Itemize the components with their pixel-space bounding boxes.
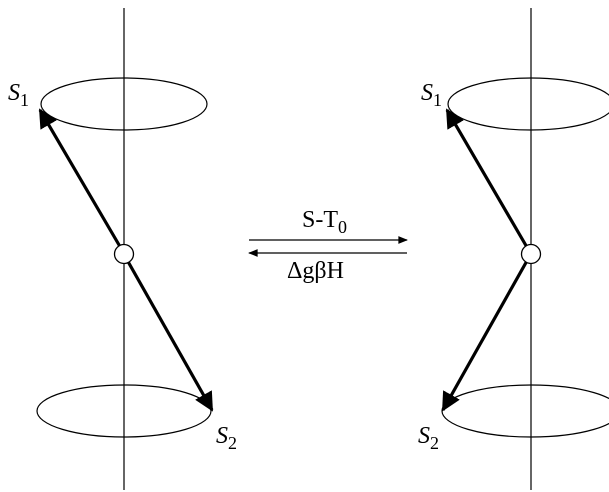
left-s2-index: 2 [228,433,237,453]
right-s1-letter: S [421,80,433,106]
left-s2-letter: S [216,423,228,449]
right-bottom-cone-ellipse [441,384,609,438]
forward-transition-index: 0 [338,217,347,237]
right-s1-vector [445,108,530,250]
left-s1-letter: S [8,80,20,106]
left-s2-label: S2 [216,423,237,453]
right-top-cone-ellipse [447,77,609,131]
right-spin-pair: S1 S2 [418,8,609,490]
backward-transition-label: ΔgβH [287,258,344,284]
left-radical-pair-center [113,243,135,265]
left-s1-label: S1 [8,80,29,110]
left-s1-index: 1 [20,90,29,110]
left-spin-pair: S1 S2 [8,8,237,490]
forward-transition-label: S-T0 [302,207,347,237]
right-s1-index: 1 [433,90,442,110]
right-s2-vector [441,258,530,412]
right-s2-label: S2 [418,423,439,453]
right-radical-pair-center [520,243,542,265]
forward-transition-prefix: S-T [302,207,338,233]
left-s2-vector [124,257,214,412]
left-s1-vector [38,108,124,251]
right-s2-index: 2 [430,433,439,453]
right-s2-letter: S [418,423,430,449]
right-s1-label: S1 [421,80,442,110]
transition: S-T0 ΔgβH [248,207,408,284]
left-top-cone-ellipse [40,77,208,131]
